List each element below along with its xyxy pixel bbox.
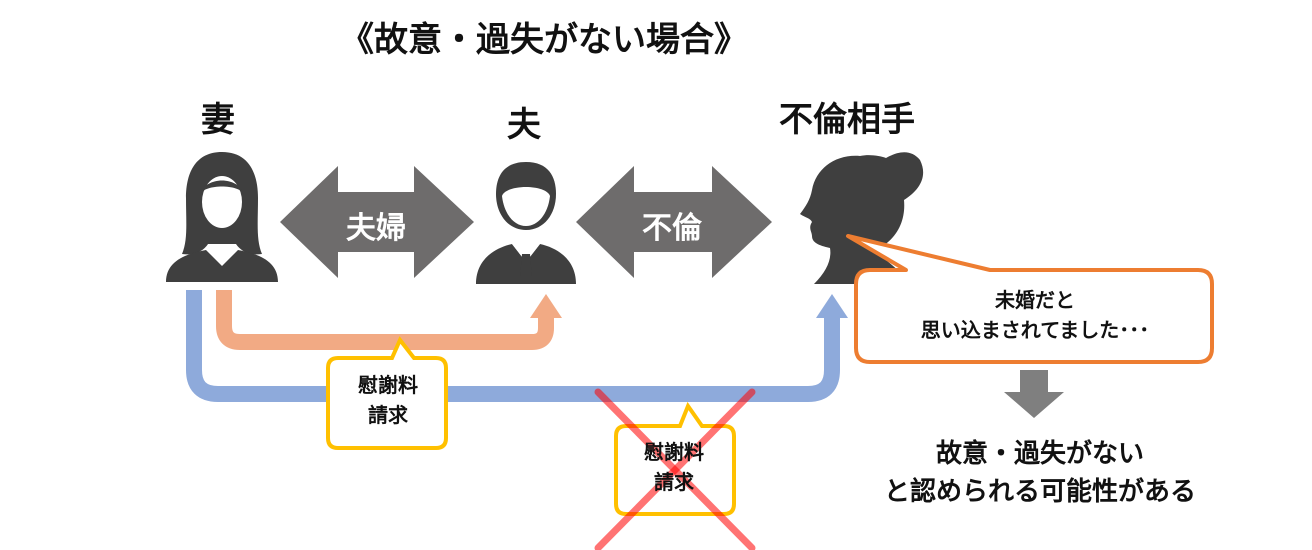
- speech-bubble: [846, 234, 1214, 364]
- claim-arrowhead-to-partner: [816, 294, 848, 318]
- affair-arrow: [576, 166, 772, 278]
- page-title: 《故意・過失がない場合》: [340, 20, 748, 60]
- speech-text: 未婚だと 思い込まされてました･･･: [860, 285, 1210, 345]
- claim-bubble-2: [614, 401, 736, 516]
- claim-arrow-to-partner: [186, 290, 840, 402]
- label-marriage: 夫婦: [346, 211, 406, 246]
- conclusion-line-2: と認められる可能性がある: [883, 477, 1196, 507]
- speech-line-2: 思い込まされてました･･･: [920, 318, 1150, 342]
- claim-arrow-to-husband: [216, 290, 554, 350]
- woman-icon: [166, 152, 278, 282]
- woman-profile-icon: [800, 152, 924, 284]
- claim-label-2: 慰謝料 請求: [644, 440, 704, 494]
- cross-mark: [594, 388, 756, 550]
- claim-bubble-1: [326, 336, 448, 450]
- man-icon: [476, 162, 576, 284]
- speech-line-1: 未婚だと: [995, 288, 1075, 312]
- claim-arrowhead-to-husband: [530, 294, 562, 318]
- conclusion-text: 故意・過失がない と認められる可能性がある: [850, 435, 1230, 511]
- label-wife: 妻: [201, 100, 235, 140]
- marriage-arrow: [280, 166, 474, 278]
- claim-label-1: 慰謝料 請求: [358, 373, 418, 427]
- label-affair: 不倫: [642, 211, 702, 246]
- label-partner: 不倫相手: [779, 100, 915, 140]
- down-arrow: [1004, 370, 1064, 418]
- conclusion-line-1: 故意・過失がない: [935, 439, 1144, 469]
- label-husband: 夫: [507, 105, 541, 145]
